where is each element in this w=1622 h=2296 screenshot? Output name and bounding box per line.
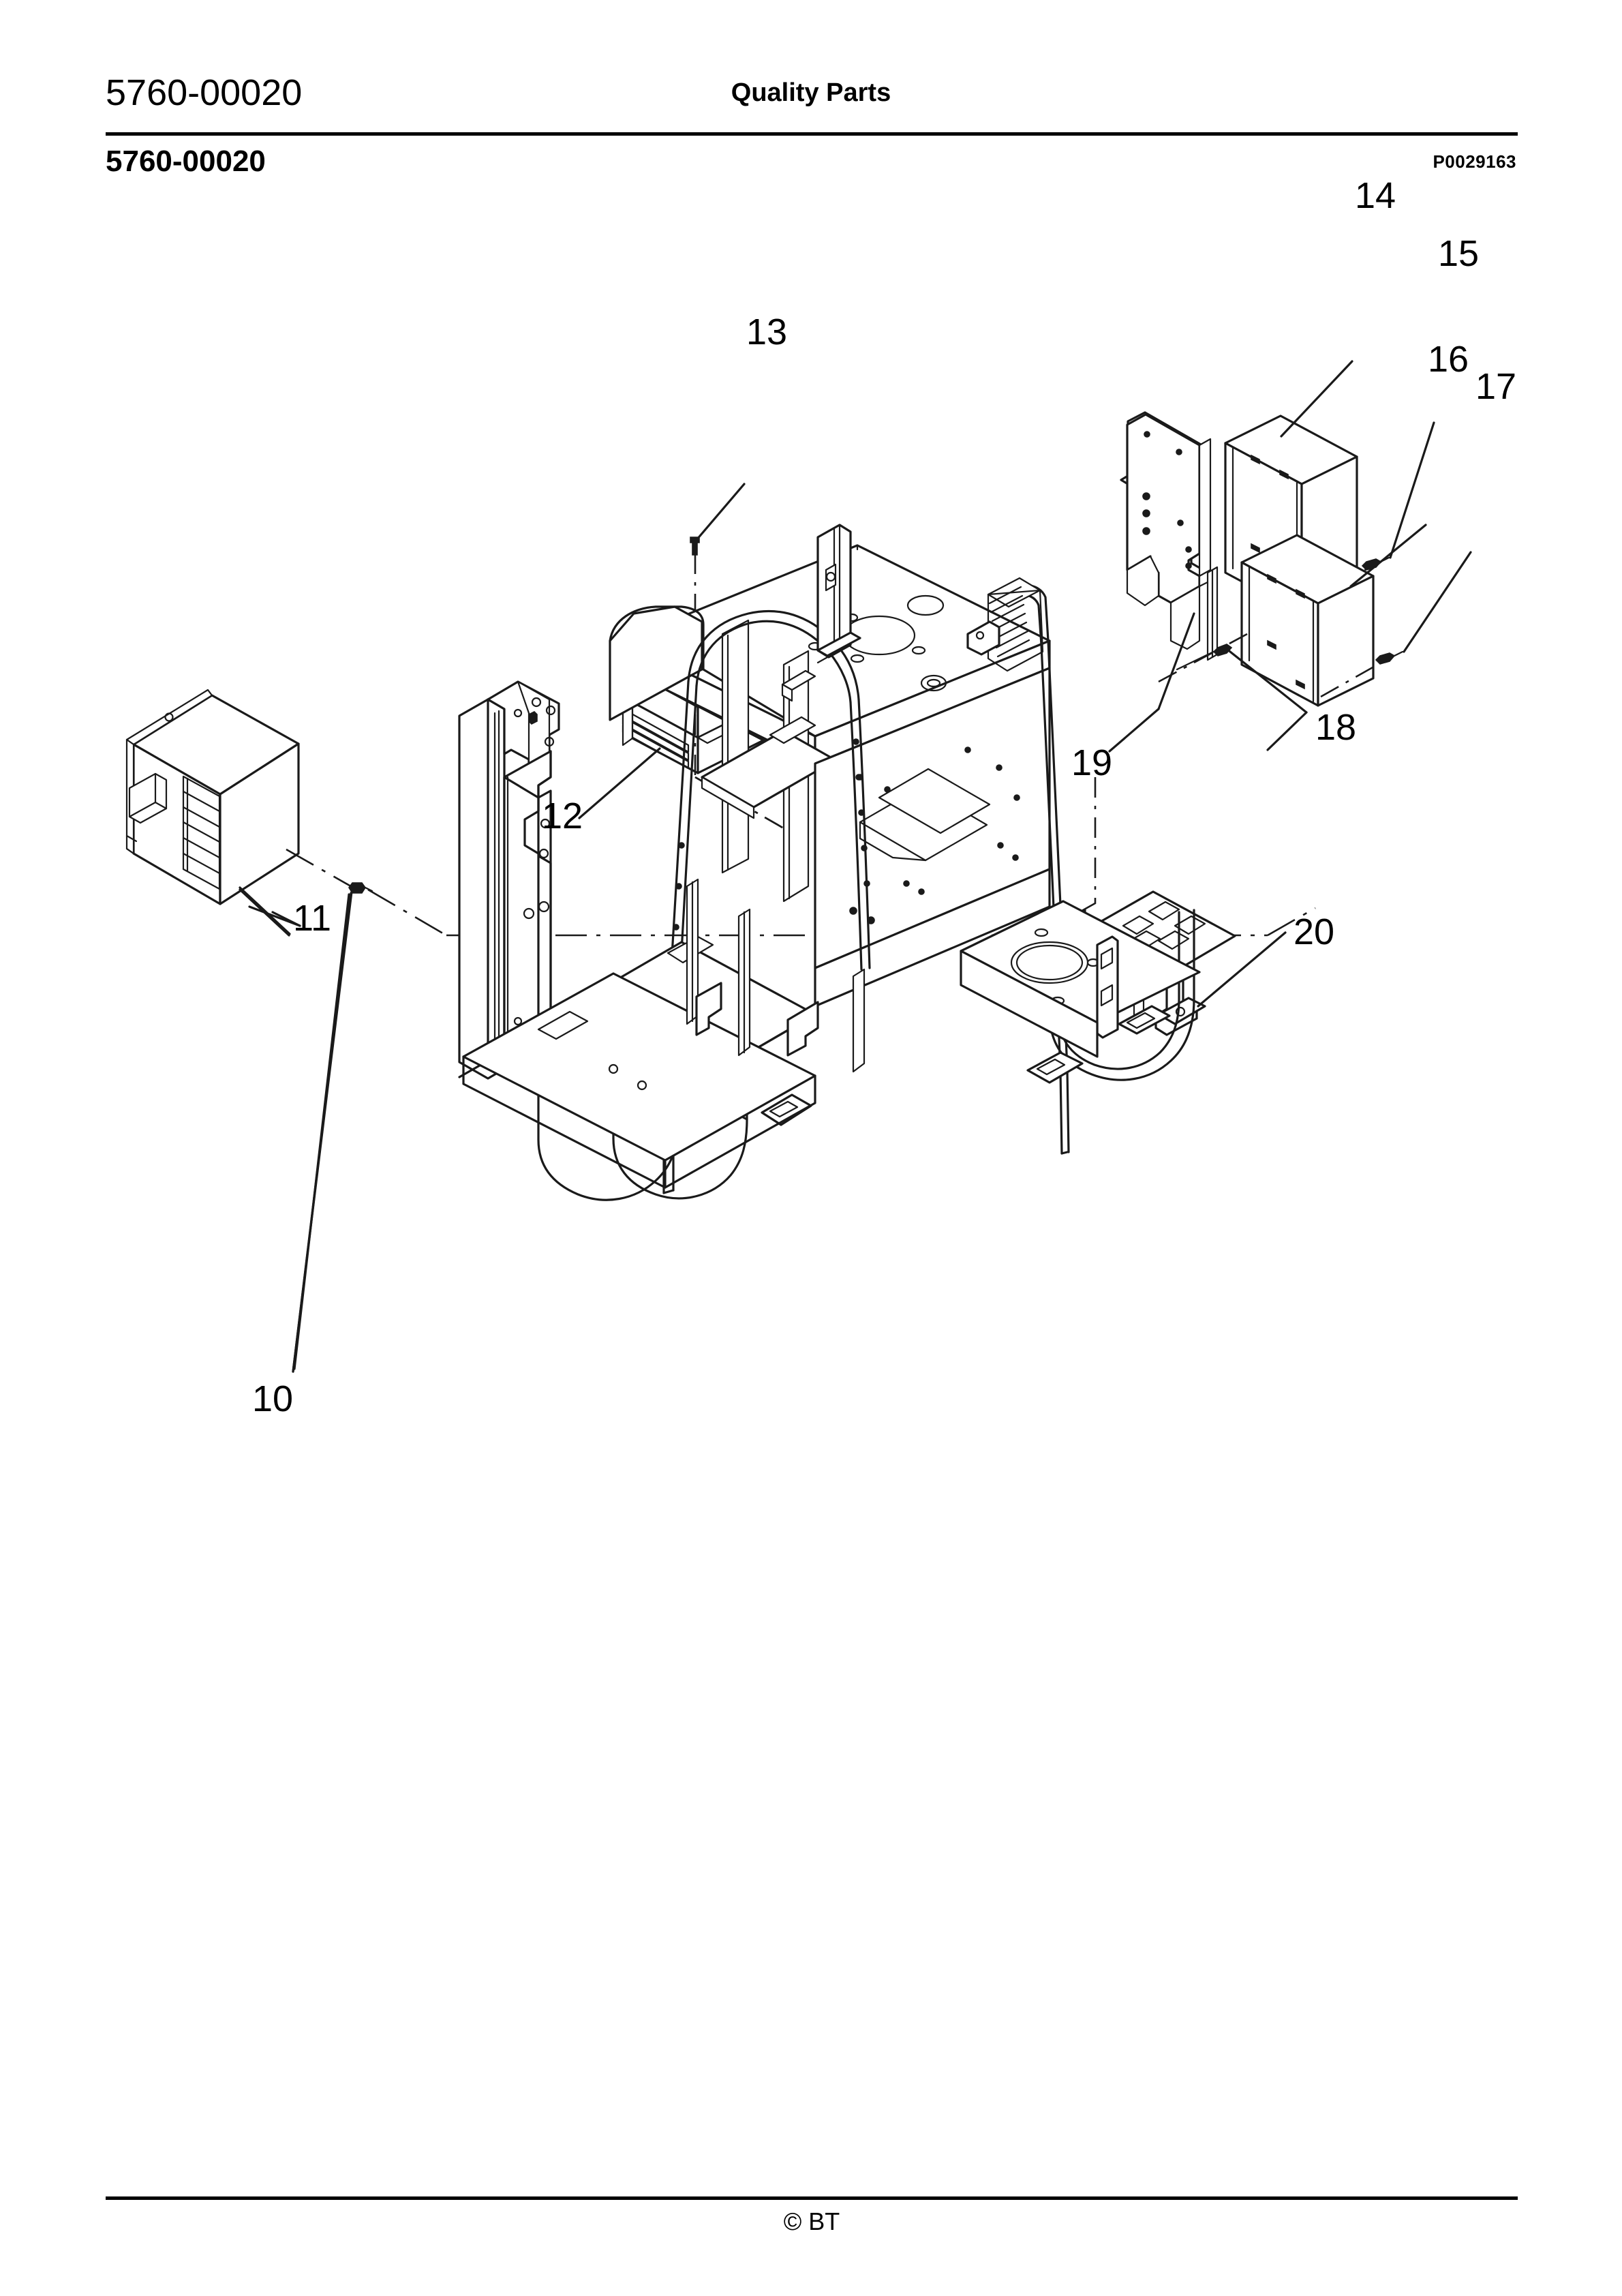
callout-label-15: 15 bbox=[1438, 233, 1480, 274]
assembly-centreline-right bbox=[1267, 907, 1316, 937]
frame-right-rear-body bbox=[960, 900, 1201, 1084]
callout-label-16: 16 bbox=[1428, 339, 1469, 380]
page-title: Quality Parts bbox=[731, 78, 891, 107]
centreline-19-to-20 bbox=[1054, 777, 1097, 927]
callout-label-10: 10 bbox=[252, 1378, 294, 1419]
callout-label-17: 17 bbox=[1475, 366, 1517, 407]
callout-label-20: 20 bbox=[1294, 911, 1335, 952]
page-header: 5760-00020 Quality Parts bbox=[106, 72, 1516, 153]
part-17-screw bbox=[1320, 650, 1404, 698]
part-19-mounting-plate bbox=[1120, 411, 1219, 661]
frame-base-plate bbox=[462, 972, 816, 1189]
header-part-number: 5760-00020 bbox=[106, 72, 303, 113]
part-18-screw bbox=[1158, 633, 1308, 751]
frame-rear-post bbox=[816, 524, 861, 664]
subheader-part-number: 5760-00020 bbox=[106, 145, 266, 178]
assembly-linework: .ln { fill:none; stroke:#1a1a1a; stroke-… bbox=[116, 360, 1472, 1373]
callout-label-19: 19 bbox=[1071, 742, 1113, 783]
frame-centre-compartment bbox=[609, 605, 1051, 1008]
exploded-assembly-diagram: .ln { fill:none; stroke:#1a1a1a; stroke-… bbox=[0, 164, 1622, 2004]
callout-label-13: 13 bbox=[746, 312, 788, 352]
deck-mount-tab bbox=[781, 669, 816, 702]
header-divider bbox=[106, 132, 1518, 136]
part-16-cover-box bbox=[1240, 534, 1375, 707]
footer-divider bbox=[106, 2196, 1518, 2200]
part-11-louvered-box-final bbox=[116, 671, 307, 944]
drawing-code: P0029163 bbox=[1433, 151, 1516, 172]
chassis-frame-assembly bbox=[458, 524, 1201, 1201]
part-10-screw bbox=[286, 848, 450, 939]
frame-left-mast-column bbox=[458, 680, 560, 1080]
footer-copyright: © BT bbox=[783, 2207, 840, 2235]
callout-label-18: 18 bbox=[1315, 707, 1357, 748]
callout-label-14: 14 bbox=[1355, 175, 1396, 216]
frame-vent-grille bbox=[987, 577, 1044, 672]
frame-interior-ribs bbox=[686, 878, 866, 1073]
callout-label-11: 11 bbox=[293, 898, 332, 939]
callout-label-12: 12 bbox=[542, 796, 583, 836]
callout-leaders-clean bbox=[239, 886, 350, 1370]
